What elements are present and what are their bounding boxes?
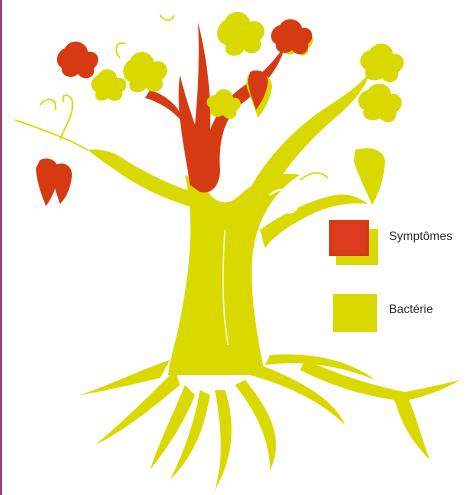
roots (80, 354, 460, 490)
legend-symptoms-label: Symptômes (389, 229, 452, 243)
legend-bacteria-swatch (333, 294, 377, 332)
legend-symptoms-swatch-overlay (333, 224, 365, 254)
legend-bacteria-label: Bactérie (389, 302, 433, 316)
